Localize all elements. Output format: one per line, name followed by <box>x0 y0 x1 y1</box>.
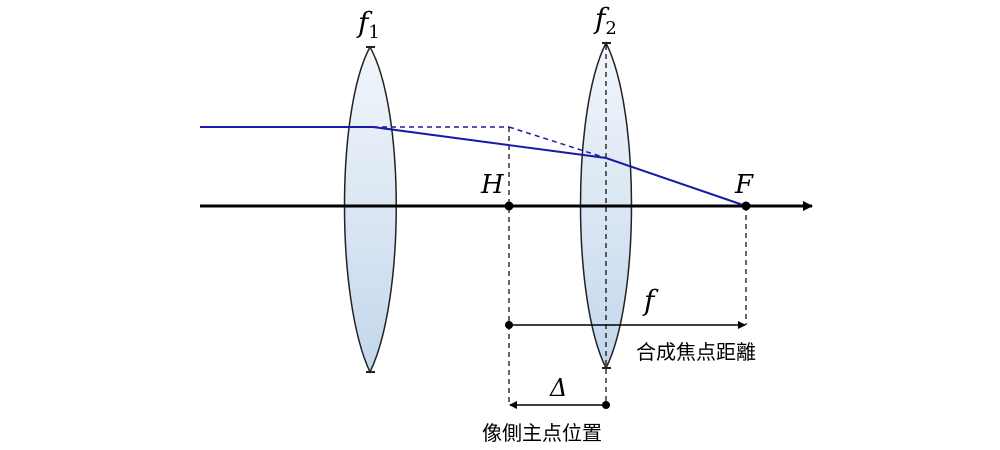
principal-point-dot <box>504 201 514 211</box>
lens-1 <box>343 45 397 374</box>
extended-ray-diagonal <box>508 126 607 159</box>
focal-length-symbol: f <box>642 284 659 317</box>
lens-2-label: f2 <box>593 2 617 39</box>
lens-1-label: f1 <box>356 6 380 43</box>
light-ray <box>200 126 747 207</box>
focal-point-label: F <box>734 170 754 200</box>
principal-point-label: H <box>480 170 505 200</box>
offset-symbol: Δ <box>549 374 567 402</box>
offset-caption: 像側主点位置 <box>482 421 602 445</box>
offset-end-dot <box>602 401 610 409</box>
focal-length-caption: 合成焦点距離 <box>636 340 756 364</box>
focal-point-dot <box>741 201 751 211</box>
